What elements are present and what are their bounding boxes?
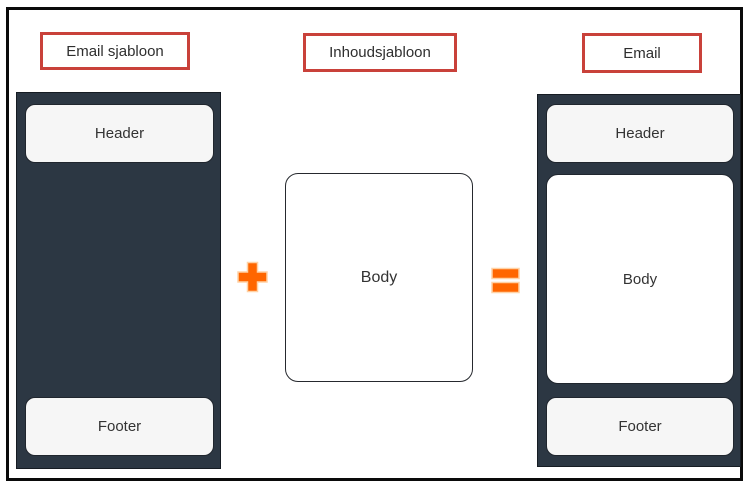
email-result-header-text: Header bbox=[615, 125, 665, 142]
email-result-footer-text: Footer bbox=[618, 418, 662, 435]
email-template-footer-text: Footer bbox=[97, 418, 142, 435]
email-template-panel: Header Footer bbox=[16, 92, 221, 469]
email-result-footer-slot: Footer bbox=[546, 397, 734, 456]
email-template-footer-slot: Footer bbox=[25, 397, 214, 456]
email-template-header-slot: Header bbox=[25, 104, 214, 163]
content-template-body-box: Body bbox=[285, 173, 473, 382]
email-result-header-slot: Header bbox=[546, 104, 734, 163]
content-template-body-text: Body bbox=[360, 268, 398, 286]
label-email: Email bbox=[582, 33, 702, 73]
email-template-header-text: Header bbox=[94, 125, 145, 142]
label-email-template: Email sjabloon bbox=[40, 32, 190, 70]
plus-icon bbox=[237, 261, 268, 293]
email-result-body-slot: Body bbox=[546, 174, 734, 384]
label-email-template-text: Email sjabloon bbox=[66, 42, 164, 60]
email-result-body-text: Body bbox=[622, 270, 658, 288]
label-content-template-text: Inhoudsjabloon bbox=[329, 44, 431, 61]
label-email-text: Email bbox=[623, 44, 661, 62]
label-content-template: Inhoudsjabloon bbox=[303, 33, 457, 72]
equals-icon bbox=[491, 267, 520, 294]
email-result-panel: Header Body Footer bbox=[537, 94, 741, 467]
